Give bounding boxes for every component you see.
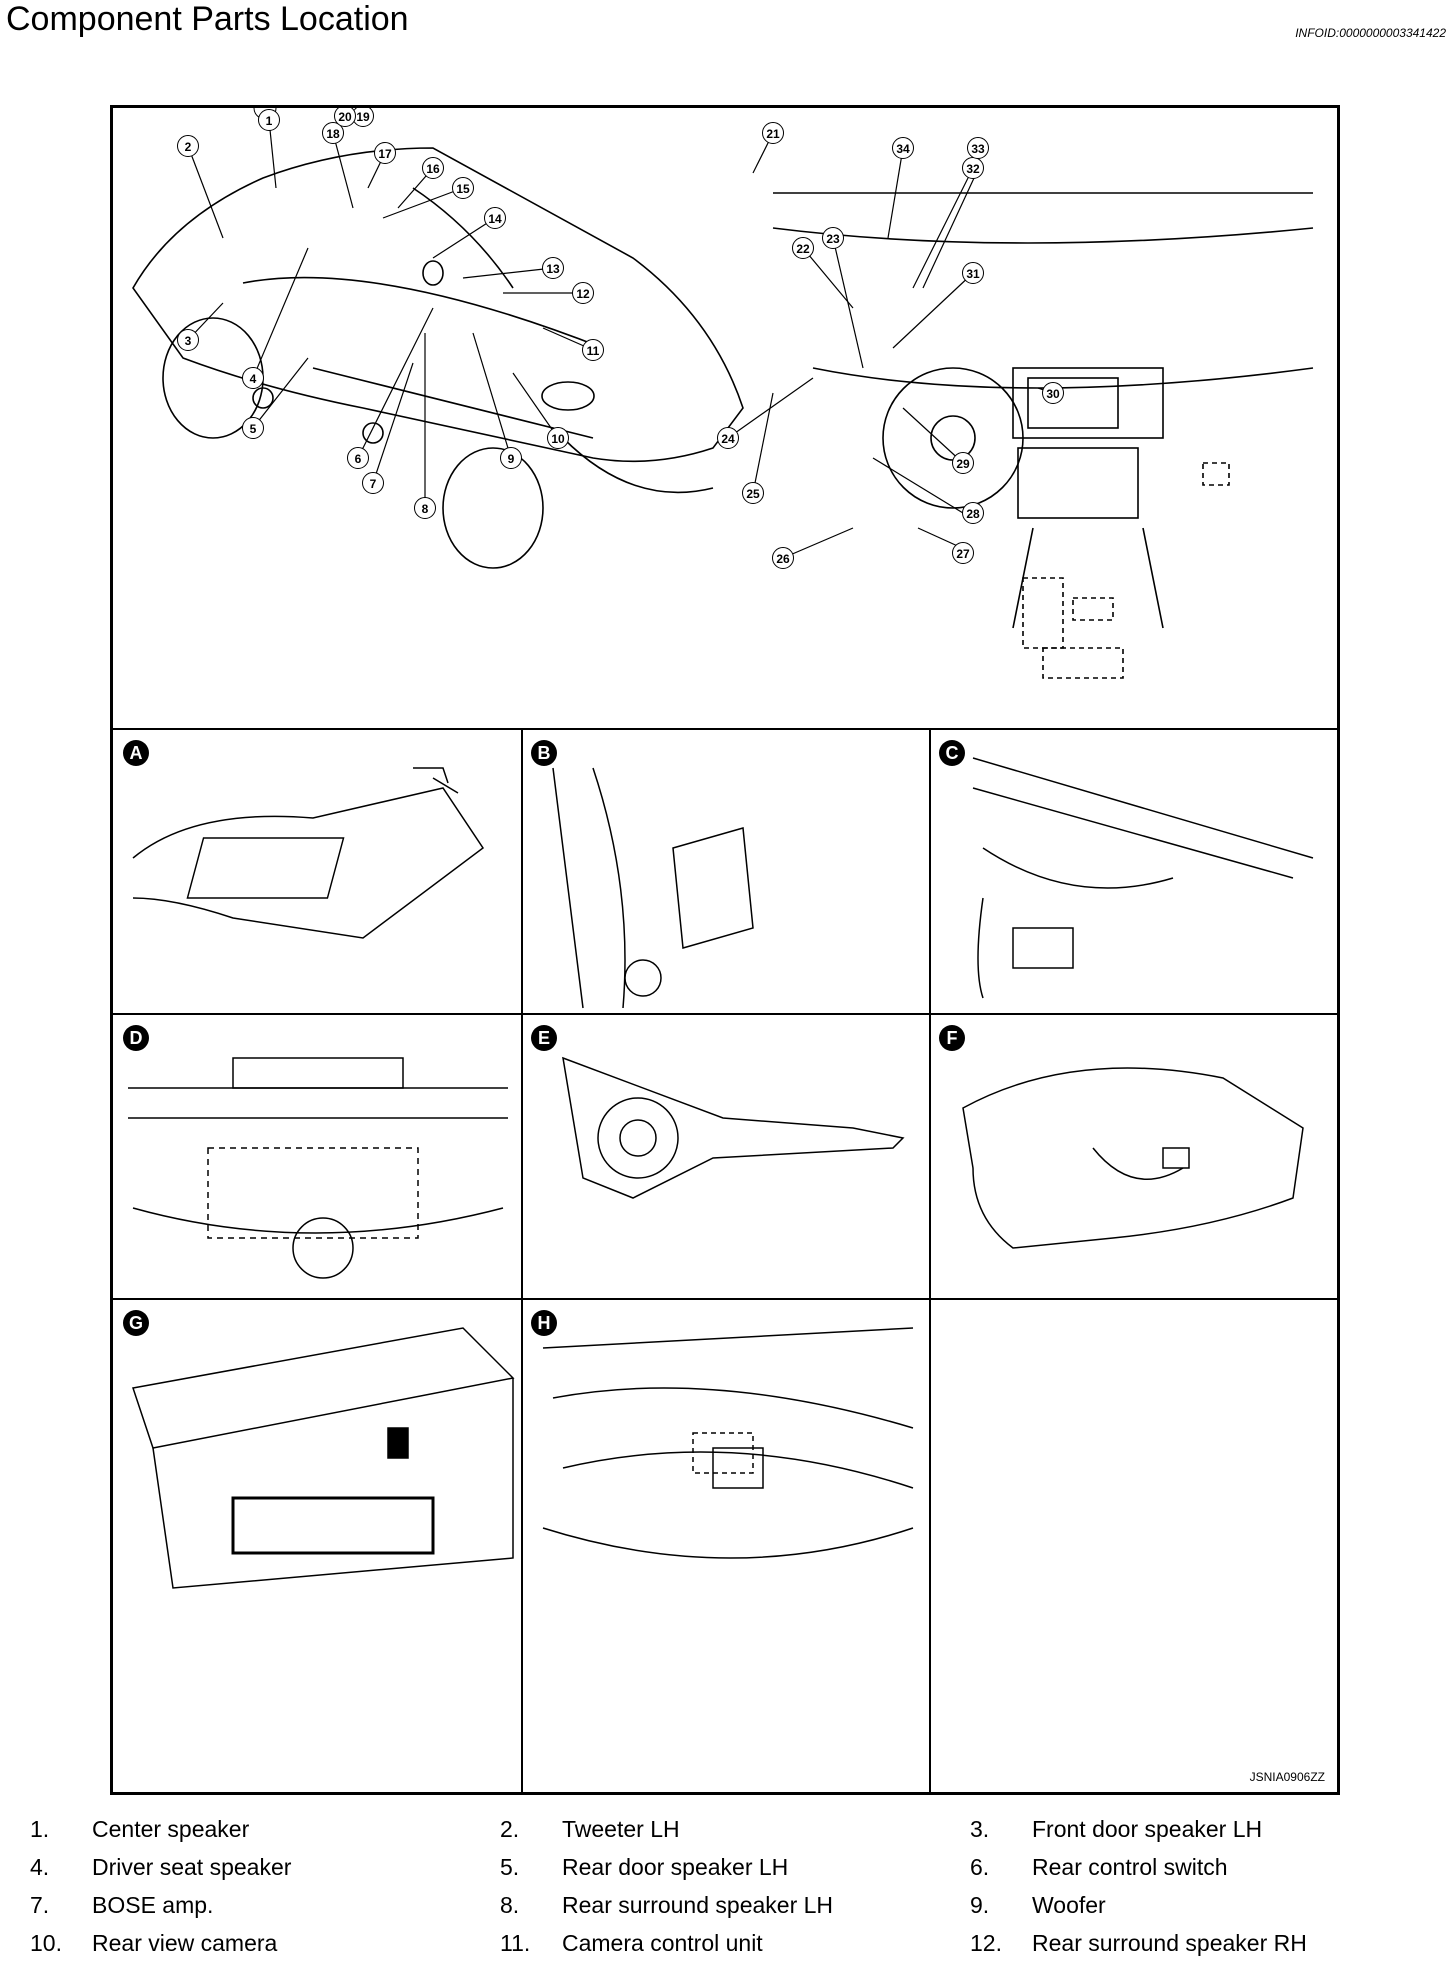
- callout-13: 13: [542, 257, 564, 279]
- legend-row: 4. Driver seat speaker 5. Rear door speake…: [30, 1848, 1440, 1886]
- callout-18: 18: [322, 122, 344, 144]
- callout-1: 1: [258, 109, 280, 131]
- callout-29: 29: [952, 452, 974, 474]
- callout-6: 6: [347, 447, 369, 469]
- legend-number: 10.: [30, 1929, 62, 1956]
- legend-item: 11. Camera control unit: [500, 1930, 970, 1957]
- legend-item: 8. Rear surround speaker LH: [500, 1892, 970, 1919]
- legend-item: 1. Center speaker: [30, 1816, 500, 1843]
- legend-text: Center speaker: [92, 1815, 250, 1842]
- callout-30: 30: [1042, 382, 1064, 404]
- legend-item: 5. Rear door speaker LH: [500, 1854, 970, 1881]
- callout-17: 17: [374, 142, 396, 164]
- callout-24: 24: [717, 427, 739, 449]
- callout-34: 34: [892, 137, 914, 159]
- legend-item: 2. Tweeter LH: [500, 1816, 970, 1843]
- panel-label-g: G: [123, 1310, 149, 1336]
- panel-label-b: B: [531, 740, 557, 766]
- divider-row-3: [113, 1298, 1337, 1300]
- parts-legend: 1. Center speaker 2. Tweeter LH 3. Front do…: [30, 1810, 1440, 1962]
- legend-text: Woofer: [1032, 1891, 1106, 1918]
- legend-number: 8.: [500, 1891, 520, 1918]
- figure-code: JSNIA0906ZZ: [1249, 1770, 1325, 1784]
- legend-text: Front door speaker LH: [1032, 1815, 1263, 1842]
- legend-row: 10. Rear view camera 11. Camera control un…: [30, 1924, 1440, 1962]
- callout-25: 25: [742, 482, 764, 504]
- callout-32: 32: [962, 157, 984, 179]
- legend-number: 2.: [500, 1815, 520, 1842]
- legend-item: 10. Rear view camera: [30, 1930, 500, 1957]
- callout-16: 16: [422, 157, 444, 179]
- divider-row-1: [113, 728, 1337, 730]
- callout-7: 7: [362, 472, 384, 494]
- callout-26: 26: [772, 547, 794, 569]
- legend-text: BOSE amp.: [92, 1891, 214, 1918]
- divider-col-2: [929, 728, 931, 1792]
- legend-item: 12. Rear surround speaker RH: [970, 1930, 1440, 1957]
- callout-badges: [113, 108, 1337, 728]
- legend-number: 4.: [30, 1853, 50, 1880]
- legend-text: Camera control unit: [562, 1929, 763, 1956]
- legend-text: Rear view camera: [92, 1929, 278, 1956]
- legend-number: 7.: [30, 1891, 50, 1918]
- callout-10: 10: [547, 427, 569, 449]
- legend-number: 12.: [970, 1929, 1002, 1956]
- legend-number: 6.: [970, 1853, 990, 1880]
- callout-20: 20: [334, 108, 356, 127]
- callout-23: 23: [822, 227, 844, 249]
- callout-11: 11: [582, 339, 604, 361]
- divider-row-2: [113, 1013, 1337, 1015]
- legend-item: 4. Driver seat speaker: [30, 1854, 500, 1881]
- divider-col-1: [521, 728, 523, 1792]
- callout-8: 8: [414, 497, 436, 519]
- legend-text: Rear door speaker LH: [562, 1853, 789, 1880]
- panel-label-e: E: [531, 1025, 557, 1051]
- legend-item: 9. Woofer: [970, 1892, 1440, 1919]
- legend-text: Tweeter LH: [562, 1815, 680, 1842]
- legend-row: 1. Center speaker 2. Tweeter LH 3. Front do…: [30, 1810, 1440, 1848]
- legend-row: 7. BOSE amp. 8. Rear surround speaker LH 9…: [30, 1886, 1440, 1924]
- callout-27: 27: [952, 542, 974, 564]
- callout-14: 14: [484, 207, 506, 229]
- callout-4: 4: [242, 367, 264, 389]
- legend-number: 5.: [500, 1853, 520, 1880]
- legend-text: Rear control switch: [1032, 1853, 1228, 1880]
- info-id: INFOID:0000000003341422: [1295, 26, 1446, 40]
- page-title: Component Parts Location: [6, 0, 409, 38]
- legend-item: 3. Front door speaker LH: [970, 1816, 1440, 1843]
- vehicle-overview-drawing: [132, 108, 1314, 679]
- callout-5: 5: [242, 417, 264, 439]
- callout-28: 28: [962, 502, 984, 524]
- legend-text: Driver seat speaker: [92, 1853, 292, 1880]
- legend-item: 7. BOSE amp.: [30, 1892, 500, 1919]
- panel-label-h: H: [531, 1310, 557, 1336]
- legend-text: Rear surround speaker LH: [562, 1891, 834, 1918]
- panel-label-c: C: [939, 740, 965, 766]
- legend-number: 9.: [970, 1891, 990, 1918]
- legend-item: 6. Rear control switch: [970, 1854, 1440, 1881]
- callout-31: 31: [962, 262, 984, 284]
- callout-2: 2: [177, 135, 199, 157]
- panel-label-a: A: [123, 740, 149, 766]
- callout-3: 3: [177, 329, 199, 351]
- callout-12: 12: [572, 282, 594, 304]
- legend-number: 3.: [970, 1815, 990, 1842]
- callout-33: 33: [967, 137, 989, 159]
- legend-text: Rear surround speaker RH: [1032, 1929, 1307, 1956]
- callout-19: 19: [352, 108, 374, 127]
- legend-number: 11.: [500, 1929, 531, 1956]
- callout-21: 21: [762, 122, 784, 144]
- legend-number: 1.: [30, 1815, 50, 1842]
- callout-22: 22: [792, 237, 814, 259]
- panel-label-f: F: [939, 1025, 965, 1051]
- callout-15: 15: [452, 177, 474, 199]
- callout-9: 9: [500, 447, 522, 469]
- panel-label-d: D: [123, 1025, 149, 1051]
- detail-panels-drawing: [128, 757, 1314, 1589]
